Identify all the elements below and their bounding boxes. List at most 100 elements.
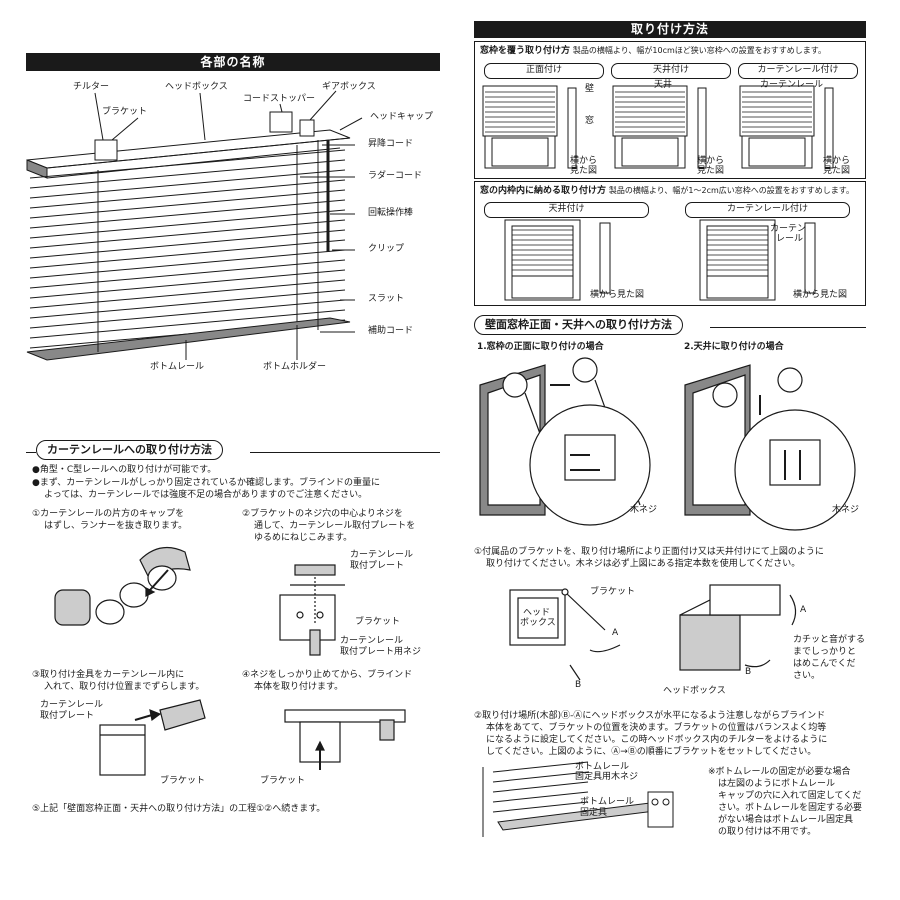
curtain2-label-a: カーテン bbox=[770, 224, 807, 234]
slat-line bbox=[29, 239, 346, 269]
side-view-3b: 見た図 bbox=[823, 166, 851, 176]
para-2-line2: 本体をあてて、ブラケットの位置を決めます。ブラケットの位置はバランスよく均等 bbox=[486, 723, 827, 733]
bullet-1: ●角型・C型レールへの取り付けが可能です。 bbox=[32, 465, 217, 475]
note-line2: は左図のようにボトムレール bbox=[718, 779, 836, 789]
bottom-rail-fix-illustration bbox=[482, 761, 674, 837]
s3-bracket-label: ブラケット bbox=[160, 776, 206, 786]
inside-desc: 製品の横幅より、幅が1〜2cm広い窓枠への設置をおすすめします。 bbox=[608, 186, 854, 195]
label-headbox: ヘッドボックス bbox=[165, 82, 228, 92]
fig-a-left: A bbox=[612, 628, 619, 638]
step2-line2: 通して、カーテンレール取付プレートを bbox=[254, 521, 416, 531]
label-ladder-cord: ラダーコード bbox=[368, 171, 423, 181]
slat-line bbox=[29, 189, 346, 219]
step5: ⑤上記「壁面窓枠正面・天井への取り付け方法」の工程①②へ続きます。 bbox=[32, 804, 326, 814]
wood-screw-label-2: 木ネジ bbox=[832, 505, 860, 515]
note-line6: の取り付けは不用です。 bbox=[718, 827, 817, 837]
s3-plate-label-2: 取付プレート bbox=[40, 711, 95, 721]
side-view-full-1: 横から見た図 bbox=[590, 290, 645, 300]
step3-line1: ③取り付け金具をカーテンレール内に bbox=[32, 670, 185, 680]
step2-line3: ゆるめにねじこみます。 bbox=[254, 533, 353, 543]
cover-mount-illustrations bbox=[482, 85, 834, 169]
step3-line2: 入れて、取り付け位置までずらします。 bbox=[44, 682, 205, 692]
bullet-2a: ●まず、カーテンレールがしっかり固定されているか確認します。ブラインドの重量に bbox=[32, 478, 381, 488]
cover-title: 窓枠を覆う取り付け方 製品の横幅より、幅が10cmほど狭い窓枠への設置をおすすめ… bbox=[480, 45, 826, 57]
para-2-line4: してください。上図のように、Ⓐ→Ⓑの順番にブラケットをセットしてください。 bbox=[486, 747, 817, 757]
slat-line bbox=[29, 259, 346, 289]
slat-line bbox=[29, 249, 346, 279]
label-wall: 壁 bbox=[585, 84, 595, 94]
case-2-heading: 2.天井に取り付けの場合 bbox=[684, 342, 784, 352]
note-line5: がない場合はボトムレール固定具 bbox=[718, 815, 854, 825]
slat-line bbox=[29, 289, 346, 319]
tab-ceiling: 天井付け bbox=[611, 63, 731, 79]
step4-line2: 本体を取り付けます。 bbox=[254, 682, 344, 692]
side-view-3a: 横から bbox=[823, 156, 851, 166]
inside-mount-illustrations bbox=[504, 219, 816, 301]
install-title-bar: 取り付け方法 bbox=[474, 21, 866, 38]
s2-bracket-label: ブラケット bbox=[355, 617, 401, 627]
slat-line bbox=[29, 219, 346, 249]
note-line4: さい。ボトムレールを固定する必要 bbox=[718, 803, 863, 813]
label-head-cap: ヘッドキャップ bbox=[370, 112, 434, 122]
label-wand: 回転操作棒 bbox=[368, 208, 414, 218]
s2-plate-label-2: 取付プレート bbox=[350, 561, 405, 571]
side-view-full-2: 横から見た図 bbox=[793, 290, 848, 300]
slat-line bbox=[29, 309, 346, 339]
slat-line bbox=[29, 229, 346, 259]
label-cord-stopper: コードストッパー bbox=[243, 94, 316, 104]
note-line1: ※ボトムレールの固定が必要な場合 bbox=[708, 767, 851, 777]
label-aux-cord: 補助コード bbox=[368, 326, 414, 336]
step4-illustration bbox=[284, 709, 406, 770]
fig-b-right: B bbox=[745, 667, 752, 677]
slat-line bbox=[29, 159, 346, 189]
step2-illustration bbox=[279, 564, 345, 656]
inside-title: 窓の内枠内に納める取り付け方 製品の横幅より、幅が1〜2cm広い窓枠への設置をお… bbox=[480, 185, 854, 197]
para-2-line1: ②取り付け場所(木部)Ⓑ-Ⓐにヘッドボックスが水平になるよう注意しながらブライン… bbox=[474, 711, 826, 721]
click-note-2: までしっかりと bbox=[793, 647, 857, 657]
bullet-2b: よっては、カーテンレールでは強度不足の場合がありますのでご注意ください。 bbox=[44, 490, 368, 500]
side-view-2b: 見た図 bbox=[697, 166, 725, 176]
label-lift-cord: 昇降コード bbox=[368, 139, 414, 149]
br-fix-label-1: ボトムレール bbox=[580, 797, 635, 807]
fig-headbox-label-2: ボックス bbox=[520, 618, 556, 628]
slat-line bbox=[29, 299, 346, 329]
click-note-4: さい。 bbox=[793, 671, 821, 681]
slat-line bbox=[29, 209, 346, 239]
curtain2-label-b: レール bbox=[776, 234, 804, 244]
curtain-rail-title-line-right bbox=[250, 452, 440, 453]
fig-b-left: B bbox=[575, 680, 582, 690]
br-screw-label-2: 固定具用木ネジ bbox=[575, 772, 639, 782]
s2-screw-label-2: 取付プレート用ネジ bbox=[340, 647, 422, 657]
step1-illustration bbox=[54, 546, 191, 626]
case-1-heading: 1.窓枠の正面に取り付けの場合 bbox=[477, 342, 604, 352]
curtain-rail-title-line bbox=[26, 452, 36, 453]
label-bottom-rail: ボトムレール bbox=[150, 362, 205, 372]
label-ceiling: 天井 bbox=[654, 80, 673, 90]
step3-illustration bbox=[99, 699, 206, 776]
slat-line bbox=[29, 279, 346, 309]
bracket-set-illustration bbox=[509, 584, 797, 681]
br-fix-label-2: 固定具 bbox=[580, 808, 608, 818]
step1-line2: はずし、ランナーを抜き取ります。 bbox=[44, 521, 188, 531]
para-1-line1: ①付属品のブラケットを、取り付け場所により正面付け又は天井付けにて上図のように bbox=[474, 547, 824, 557]
click-note-1: カチッと音がする bbox=[793, 635, 866, 645]
slat-line bbox=[29, 169, 346, 199]
cover-desc: 製品の横幅より、幅が10cmほど狭い窓枠への設置をおすすめします。 bbox=[572, 46, 826, 55]
tab-curtain-2: カーテンレール付け bbox=[685, 202, 850, 218]
slat-line bbox=[29, 149, 346, 179]
step1-line1: ①カーテンレールの片方のキャップを bbox=[32, 509, 185, 519]
curtain-rail-title: カーテンレールへの取り付け方法 bbox=[36, 440, 223, 461]
wall-mount-title-line bbox=[710, 327, 866, 328]
fig-headbox-label: ヘッドボックス bbox=[663, 686, 726, 696]
fig-headbox-label-1: ヘッド bbox=[523, 608, 551, 618]
para-1-line2: 取り付けてください。木ネジは必ず上図にある指定本数を使用してください。 bbox=[486, 559, 801, 569]
tab-curtain: カーテンレール付け bbox=[738, 63, 858, 79]
fig-a-right: A bbox=[800, 605, 807, 615]
label-gearbox: ギアボックス bbox=[322, 82, 376, 92]
slat-line bbox=[29, 179, 346, 209]
label-tilter: チルター bbox=[73, 82, 110, 92]
step2-line1: ②ブラケットのネジ穴の中心よりネジを bbox=[242, 509, 403, 519]
wood-screw-label-1: 木ネジ bbox=[630, 505, 658, 515]
s2-plate-label-1: カーテンレール bbox=[350, 550, 414, 560]
step4-line1: ④ネジをしっかり止めてから、ブラインド bbox=[242, 670, 413, 680]
